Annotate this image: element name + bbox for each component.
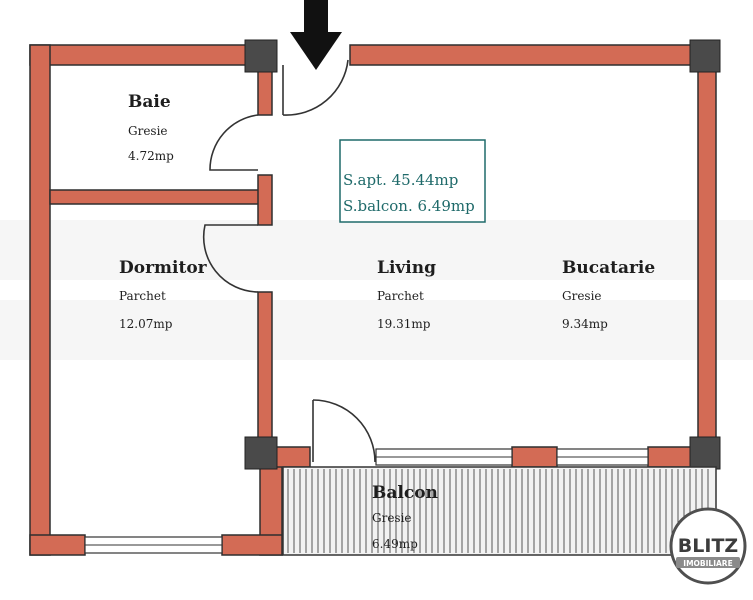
wall-right	[697, 44, 717, 464]
room-area: 4.72mp	[128, 149, 174, 163]
room-bucatarie: Bucatarie Gresie 9.34mp	[562, 258, 655, 331]
wall-bedroom-right	[257, 291, 273, 448]
pillar-bottom-right	[689, 436, 721, 470]
room-area: 19.31mp	[377, 317, 431, 331]
bedroom-door-swing	[202, 224, 259, 293]
room-area: 6.49mp	[372, 537, 418, 551]
wall-left	[29, 44, 51, 556]
room-material: Parchet	[119, 289, 166, 303]
entrance-door-swing	[282, 59, 349, 116]
balcony-floor	[282, 466, 717, 556]
doors	[202, 59, 376, 463]
room-material: Gresie	[562, 289, 602, 303]
room-name: Dormitor	[119, 258, 208, 278]
balcony-door-swing	[312, 399, 376, 463]
pillar-top-left	[244, 39, 278, 73]
watermark-band	[0, 300, 753, 360]
room-area: 9.34mp	[562, 317, 608, 331]
room-name: Baie	[128, 92, 171, 112]
wall-bottom-right	[221, 534, 283, 556]
pillar-bottom-left	[244, 436, 278, 470]
wall-top-right	[349, 44, 701, 66]
summary-box: S.apt. 45.44mp S.balcon. 6.49mp	[339, 139, 486, 223]
pillar-top-right	[689, 39, 721, 73]
room-area: 12.07mp	[119, 317, 173, 331]
room-baie: Baie Gresie 4.72mp	[128, 92, 174, 163]
balcony	[282, 466, 717, 556]
wall-living-bottom-2	[511, 446, 558, 468]
summary-apartment-area: S.apt. 45.44mp	[343, 171, 458, 189]
wall-bath-bedroom	[49, 189, 271, 205]
wall-bottom-left	[29, 534, 86, 556]
wall-living-bottom-1	[274, 446, 311, 468]
summary-balcony-area: S.balcon. 6.49mp	[343, 197, 475, 215]
windows	[84, 448, 649, 554]
room-living: Living Parchet 19.31mp	[377, 258, 436, 331]
room-material: Gresie	[128, 124, 168, 138]
room-name: Balcon	[372, 483, 438, 503]
room-balcon: Balcon Gresie 6.49mp	[372, 483, 438, 551]
logo-subtitle-text: IMOBILIARE	[683, 559, 732, 568]
watermark-band	[0, 220, 753, 280]
wall-bath-right-lower	[257, 174, 273, 226]
bathroom-door-swing	[209, 114, 259, 171]
brand-logo: BLITZ IMOBILIARE	[669, 507, 747, 585]
room-name: Bucatarie	[562, 258, 655, 278]
wall-top-left	[29, 44, 261, 66]
room-dormitor: Dormitor Parchet 12.07mp	[119, 258, 208, 331]
pillars	[244, 39, 721, 470]
room-name: Living	[377, 258, 436, 278]
logo-brand-text: BLITZ	[678, 535, 738, 557]
arrow-down-icon	[290, 0, 342, 70]
room-material: Gresie	[372, 511, 412, 525]
room-material: Parchet	[377, 289, 424, 303]
